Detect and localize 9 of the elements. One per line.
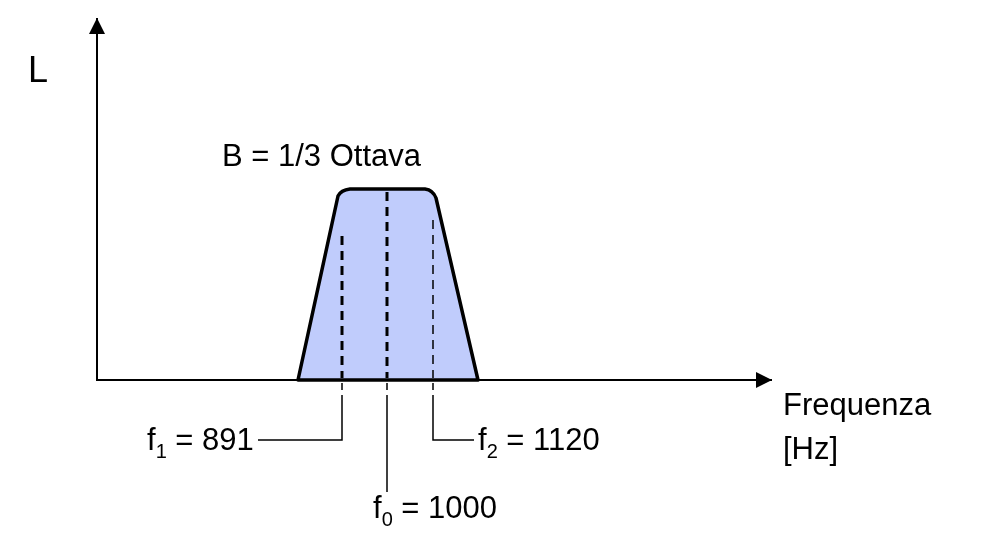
frequency-label: f$_{0}$ = 1000 [373,490,498,526]
leader-line [386,397,388,493]
leader-line [257,397,343,441]
frequency-label: f$_{2}$ = 1120 [478,422,600,458]
axis-label: L [28,52,49,88]
axis-label: Frequenza [Hz] [783,386,933,468]
leader-line [432,397,475,441]
frequency-label: f$_{1}$ = 891 [147,422,254,458]
bandwidth-label: B = 1/3 Ottava [222,138,422,174]
